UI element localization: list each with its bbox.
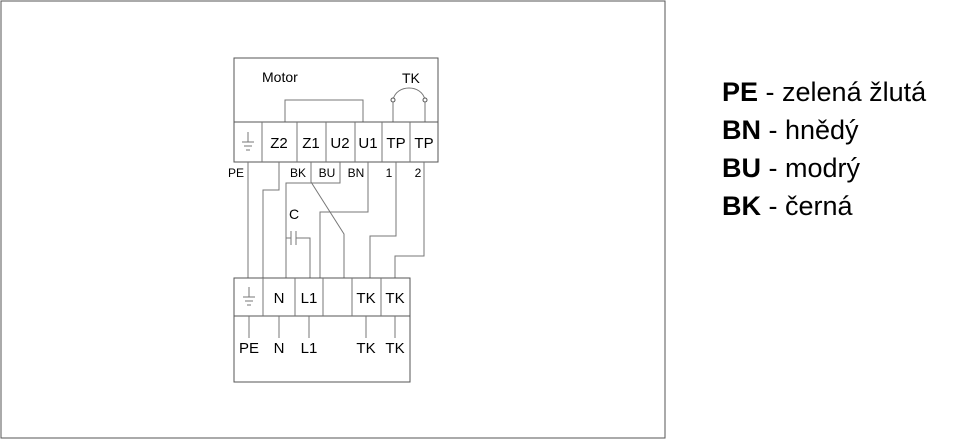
- legend-item-pe: PE - zelená žlutá: [722, 73, 926, 111]
- motor-terminal-z2: Z2: [270, 135, 288, 152]
- motor-terminal-tp1: TP: [386, 135, 405, 152]
- legend-code: PE: [722, 77, 759, 107]
- tk-label: TK: [402, 70, 421, 86]
- wire-label-2: 2: [415, 166, 422, 180]
- legend-text: - modrý: [761, 153, 861, 183]
- legend-code: BK: [722, 191, 761, 221]
- legend-text: - zelená žlutá: [758, 77, 927, 107]
- wire-label-bk: BK: [290, 166, 306, 180]
- motor-block: Motor TK Z2 Z1 U2 U1 TP T: [233, 57, 439, 163]
- wire-label-1: 1: [386, 166, 393, 180]
- motor-terminal-row: [233, 121, 439, 163]
- wire-label-bu: BU: [319, 166, 336, 180]
- internal-link: [284, 99, 364, 122]
- diagram-frame: [0, 0, 666, 439]
- legend-item-bu: BU - modrý: [722, 149, 926, 187]
- thermal-contact-pin-left: [390, 97, 396, 103]
- color-legend: PE - zelená žlutá BN - hnědý BU - modrý …: [722, 73, 926, 225]
- output-label-pe: PE: [239, 340, 259, 357]
- supply-terminal-tk1: TK: [356, 290, 375, 307]
- thermal-contact-pin-right: [422, 97, 428, 103]
- motor-terminal-u1: U1: [358, 135, 377, 152]
- legend-code: BU: [722, 153, 761, 183]
- wire-u1-bn: [319, 162, 369, 278]
- legend-item-bk: BK - černá: [722, 187, 926, 225]
- wire-label-pe: PE: [228, 166, 244, 180]
- motor-terminal-u2: U2: [330, 135, 349, 152]
- wire-labels: PE BK BU BN 1 2: [228, 166, 422, 180]
- output-label-tk2: TK: [385, 340, 404, 357]
- wire-label-bn: BN: [348, 166, 365, 180]
- wire-z1-bk: [310, 162, 345, 278]
- output-label-l1: L1: [301, 340, 318, 357]
- supply-terminal-row: [233, 277, 411, 317]
- motor-terminal-tp2: TP: [414, 135, 433, 152]
- motor-terminal-strip: Z2 Z1 U2 U1 TP TP: [233, 121, 439, 163]
- motor-terminal-z1: Z1: [302, 135, 320, 152]
- legend-text: - hnědý: [761, 115, 859, 145]
- supply-terminal-tk2: TK: [385, 290, 404, 307]
- supply-terminal-n: N: [274, 290, 285, 307]
- output-label-tk1: TK: [356, 340, 375, 357]
- wire-tp1: [369, 162, 397, 278]
- ground-icon: [243, 287, 255, 306]
- legend-item-bn: BN - hnědý: [722, 111, 926, 149]
- ground-icon: [242, 132, 254, 151]
- wire-u2-bu: [285, 162, 341, 278]
- supply-terminal-l1: L1: [301, 290, 318, 307]
- wire-z2: [262, 162, 280, 278]
- thermal-contact-icon: [392, 87, 426, 101]
- wire-tp2: [394, 162, 425, 278]
- legend-code: BN: [722, 115, 761, 145]
- output-label-n: N: [274, 340, 285, 357]
- capacitor-icon: [286, 231, 311, 278]
- capacitor-label: C: [289, 206, 299, 222]
- legend-text: - černá: [761, 191, 853, 221]
- motor-title: Motor: [262, 69, 298, 85]
- supply-block: N L1 TK TK PE N L1 TK TK: [233, 277, 411, 383]
- wiring: C: [247, 162, 425, 278]
